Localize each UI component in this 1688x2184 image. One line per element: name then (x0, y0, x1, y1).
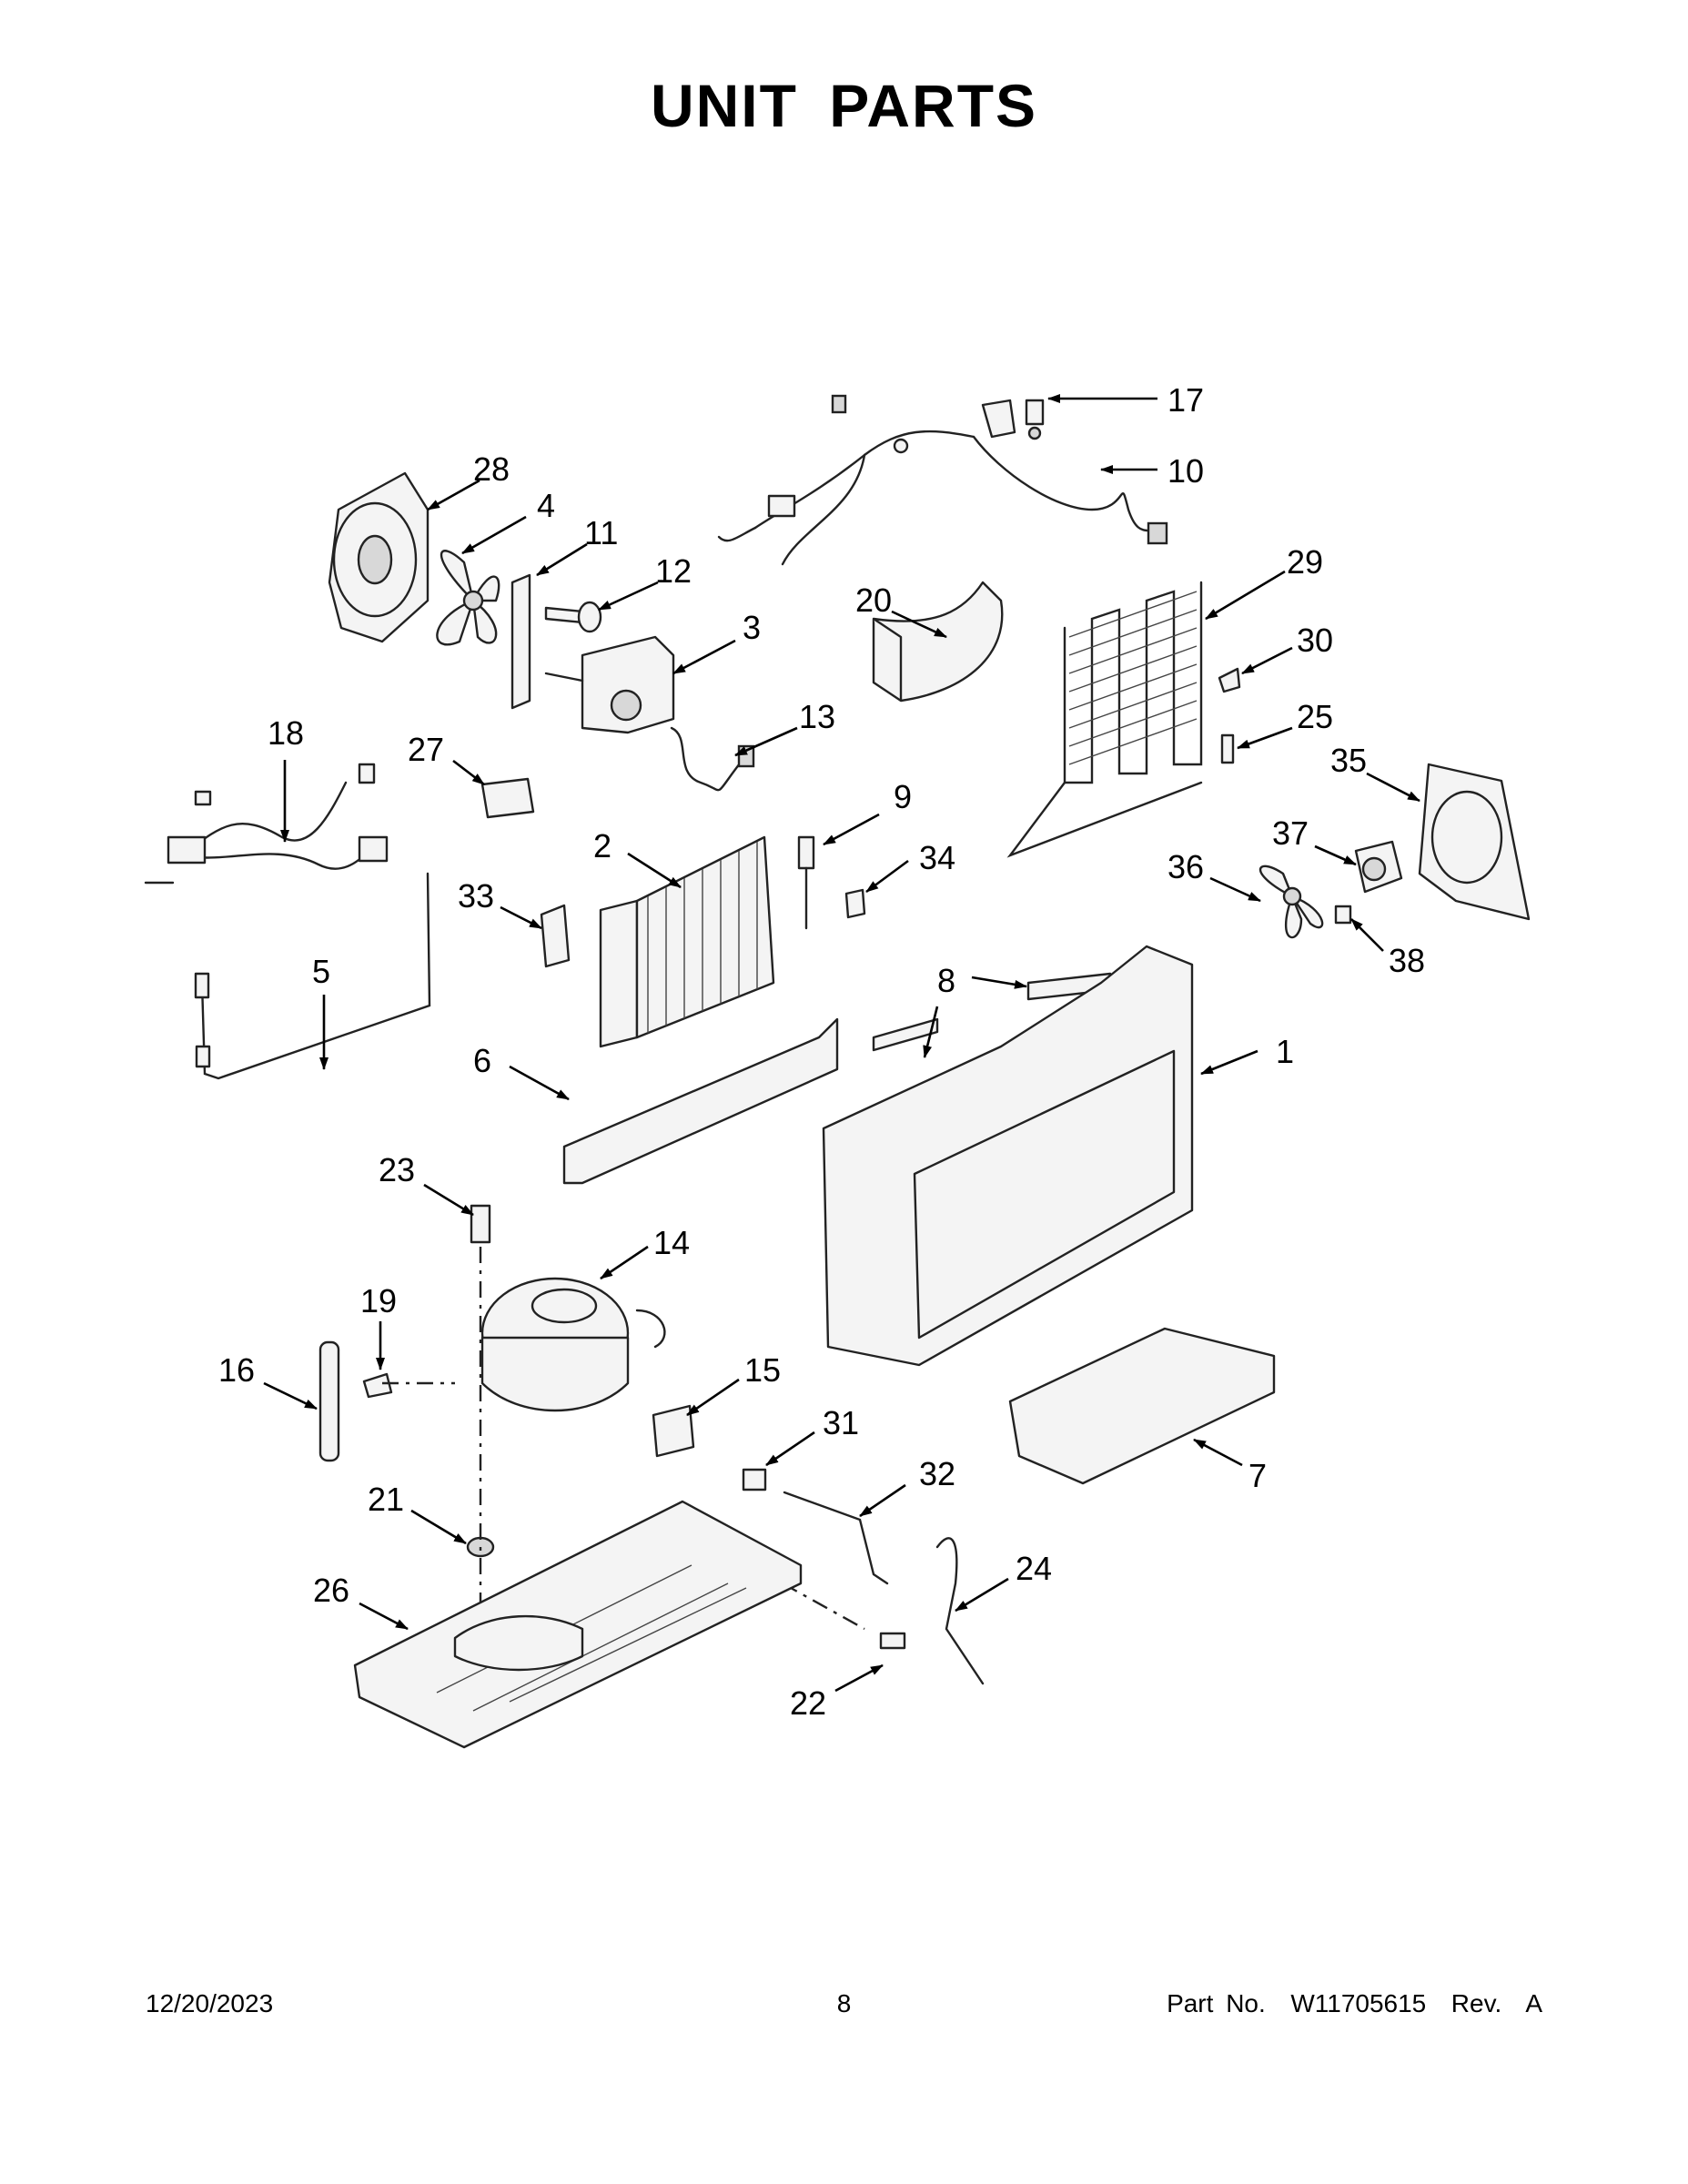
part-defrost-heater (194, 872, 431, 1080)
callout-14: 14 (653, 1224, 690, 1261)
callout-35: 35 (1330, 742, 1367, 779)
footer-part-number: Part No. W11705615 Rev. A (1167, 1989, 1542, 2017)
part-condenser-fan-shroud (328, 471, 430, 643)
callout-27: 27 (408, 731, 444, 768)
part-drain-trough (562, 1017, 839, 1185)
callout-3: 3 (743, 609, 761, 646)
part-retainer-clip (540, 904, 571, 968)
part-evaporator-cover (822, 945, 1194, 1367)
part-filter-drier (318, 1340, 340, 1462)
part-compressor-clip (362, 1372, 393, 1399)
callout-33: 33 (458, 877, 494, 915)
part-compressor-base (353, 1500, 803, 1749)
part-evaporator-fan-motor (1354, 840, 1403, 894)
callout-1: 1 (1276, 1033, 1294, 1070)
callout-7: 7 (1248, 1457, 1267, 1494)
callout-18: 18 (268, 714, 304, 752)
part-motor-harness (670, 726, 755, 792)
part-motor-bracket (510, 573, 531, 710)
part-evaporator-harness (144, 763, 389, 885)
callout-2: 2 (593, 827, 612, 864)
callout-20: 20 (855, 581, 892, 619)
callout-21: 21 (368, 1481, 404, 1518)
callout-29: 29 (1287, 543, 1323, 581)
callout-labels: 28 4 11 12 3 13 17 10 20 29 30 25 35 37 … (218, 381, 1425, 1722)
footer-date: 12/20/2023 (146, 1989, 274, 2017)
callout-30: 30 (1297, 622, 1333, 659)
callout-6: 6 (473, 1042, 491, 1079)
part-evaporator-fan-shroud (1418, 763, 1531, 921)
callout-26: 26 (313, 1572, 349, 1609)
part-drain-pan (1008, 1327, 1276, 1485)
footer-page-number: 8 (836, 1989, 852, 2017)
callout-8: 8 (937, 962, 955, 999)
callout-13: 13 (799, 698, 835, 735)
callout-37: 37 (1272, 814, 1309, 852)
callout-32: 32 (919, 1455, 955, 1492)
part-defrost-pad (480, 777, 535, 819)
callout-22: 22 (790, 1684, 826, 1722)
callout-12: 12 (655, 552, 692, 590)
callout-16: 16 (218, 1351, 255, 1389)
part-gasket-side (872, 1017, 939, 1052)
callout-10: 10 (1167, 452, 1204, 490)
callout-9: 9 (894, 778, 912, 815)
leader-lines (263, 394, 1420, 1693)
callout-34: 34 (919, 839, 955, 876)
callout-19: 19 (360, 1282, 397, 1320)
callout-4: 4 (537, 487, 555, 524)
callout-38: 38 (1389, 942, 1425, 979)
part-grommet (1334, 905, 1352, 925)
part-condenser-fan-blade (436, 550, 500, 646)
part-access-valve (470, 1204, 491, 1244)
part-start-relay (652, 1404, 695, 1458)
callout-5: 5 (312, 953, 330, 990)
callout-36: 36 (1167, 848, 1204, 885)
part-screw (544, 601, 602, 633)
callout-28: 28 (473, 450, 510, 488)
part-thermistor (797, 835, 815, 930)
page-title: UNIT PARTS (650, 72, 1038, 139)
callout-23: 23 (379, 1151, 415, 1188)
part-evaporator-coil (599, 835, 775, 1048)
part-screw-25 (1220, 733, 1235, 764)
callout-17: 17 (1167, 381, 1204, 419)
part-compressor (480, 1277, 666, 1412)
part-harness-screw (1025, 399, 1045, 440)
part-condenser-coil (1006, 581, 1203, 858)
callout-31: 31 (823, 1404, 859, 1441)
part-condenser-fan-motor (544, 635, 675, 734)
part-thermistor-clip (844, 888, 866, 919)
part-relay-cover (742, 1468, 767, 1491)
part-base-screw (879, 1632, 906, 1650)
part-wiring-harness (717, 394, 1168, 566)
callout-11: 11 (584, 514, 618, 551)
part-evaporator-fan-blade (1259, 864, 1324, 939)
callout-15: 15 (744, 1351, 781, 1389)
part-clip (1218, 667, 1241, 693)
part-drain-tube (935, 1537, 985, 1685)
part-bracket-wire (783, 1491, 889, 1585)
part-air-duct (872, 581, 1004, 703)
callout-24: 24 (1016, 1550, 1052, 1587)
callout-25: 25 (1297, 698, 1333, 735)
